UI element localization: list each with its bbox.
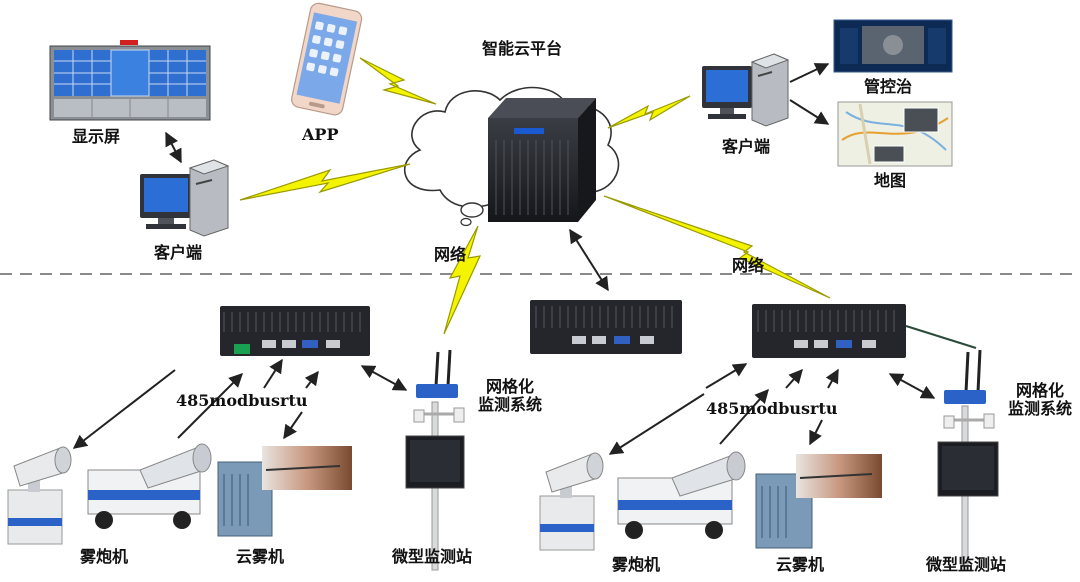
display-label: 显示屏 xyxy=(72,127,121,146)
fog-cannon-left-label: 雾炮机 xyxy=(80,547,129,566)
protocol-left-label: 485modbusrtu xyxy=(176,391,308,410)
network-left-label: 网络 xyxy=(434,245,467,264)
micro-monitoring-station-right-icon xyxy=(937,405,999,571)
network-right-label: 网络 xyxy=(732,256,765,275)
fog-cannon-trailer-left-icon xyxy=(87,443,212,529)
connection-arrows xyxy=(72,63,936,455)
micro-station-left-label: 微型监测站 xyxy=(392,547,473,566)
cloud-platform-label: 智能云平台 xyxy=(482,39,563,58)
micro-station-right-label: 微型监测站 xyxy=(926,555,1007,574)
client-right-label: 客户端 xyxy=(722,137,771,156)
map-thumbnail xyxy=(837,101,953,167)
gateway-box-left xyxy=(220,306,370,356)
fog-cannon-right-label: 雾炮机 xyxy=(612,555,661,574)
link-line xyxy=(905,325,977,349)
router-right-icon xyxy=(944,349,986,404)
gateway-box-right xyxy=(752,304,906,358)
grid-monitor-left-label: 网格化 监测系统 xyxy=(478,377,543,414)
wireless-link-bolts xyxy=(239,57,831,335)
video-wall-display-icon xyxy=(49,40,211,121)
micro-monitoring-station-left-icon xyxy=(405,401,465,571)
grid-monitor-right-label: 网格化 监测系统 xyxy=(1008,381,1073,418)
cloud-server-cabinet-icon xyxy=(488,98,596,222)
protocol-right-label: 485modbusrtu xyxy=(706,399,838,418)
smartphone-icon xyxy=(291,2,363,116)
management-screen-thumbnail xyxy=(833,19,953,73)
gateway-box-middle xyxy=(530,300,682,354)
client-pc-right-icon xyxy=(702,53,790,127)
map-label: 地图 xyxy=(874,171,907,190)
fog-cannon-trailer-right-icon xyxy=(617,451,746,539)
cloud-mist-machine-right-icon xyxy=(755,454,882,549)
client-pc-left-icon xyxy=(140,159,230,237)
cloud-mist-left-label: 云雾机 xyxy=(236,547,285,566)
app-label: APP xyxy=(302,125,339,144)
cloud-mist-machine-left-icon xyxy=(217,446,352,537)
fog-cannon-small-right-icon xyxy=(539,452,604,551)
client-left-label: 客户端 xyxy=(154,243,203,262)
management-label: 管控治 xyxy=(864,77,913,96)
fog-cannon-small-left-icon xyxy=(7,446,72,545)
cloud-mist-right-label: 云雾机 xyxy=(776,555,825,574)
router-left-icon xyxy=(416,349,458,398)
